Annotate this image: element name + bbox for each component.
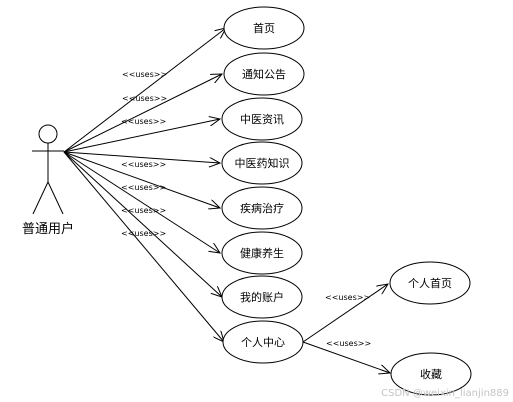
edge-favorites [302, 341, 390, 373]
use-case-personal-home: 个人首页 [389, 261, 471, 305]
use-case-label: 通知公告 [242, 67, 286, 81]
edge-label-home: <<uses>> [122, 70, 167, 79]
edge-home [63, 28, 226, 153]
edge-tcm-drug [63, 151, 220, 163]
use-case-disease: 疾病治疗 [221, 186, 303, 230]
use-case-label: 健康养生 [240, 246, 284, 260]
edge-health [63, 151, 220, 253]
edge-label-notice: <<uses>> [122, 94, 167, 103]
edge-label-account: <<uses>> [121, 229, 166, 238]
use-case-account: 我的账户 [221, 275, 303, 319]
sub-edges [302, 284, 390, 373]
edge-label-personal-home: <<uses>> [325, 293, 370, 302]
actor-head [38, 124, 58, 144]
use-case-tcm-drug: 中医药知识 [221, 141, 303, 185]
main-edges [63, 28, 226, 342]
main-edge-labels: <<uses>> <<uses>> <<uses>> <<uses>> <<us… [121, 70, 167, 238]
use-case-label: 疾病治疗 [240, 201, 284, 215]
use-case-tcm-news: 中医资讯 [221, 97, 303, 141]
edge-label-health: <<uses>> [121, 206, 166, 215]
actor-figure [32, 124, 64, 215]
use-case-center: 个人中心 [222, 320, 304, 364]
edge-notice [63, 74, 222, 153]
use-case-label: 收藏 [420, 367, 442, 381]
edge-account [63, 151, 222, 297]
edge-label-disease: <<uses>> [121, 183, 166, 192]
use-case-label: 中医资讯 [240, 113, 284, 126]
actor-right-leg [47, 181, 64, 215]
edge-disease [63, 151, 220, 208]
use-case-label: 中医药知识 [235, 156, 290, 170]
actor-label: 普通用户 [22, 221, 74, 237]
edge-center [63, 151, 224, 342]
edge-personal-home [302, 284, 388, 343]
use-case-health: 健康养生 [221, 231, 303, 275]
actor-left-leg [32, 181, 49, 215]
use-case-label: 我的账户 [240, 290, 284, 304]
edge-tcm-news [63, 119, 220, 153]
edge-label-tcm-drug: <<uses>> [121, 160, 166, 169]
use-case-label: 个人首页 [408, 276, 452, 290]
use-case-favorites: 收藏 [390, 352, 472, 396]
edge-label-tcm-news: <<uses>> [121, 117, 166, 126]
use-case-home: 首页 [223, 6, 305, 50]
use-case-label: 个人中心 [241, 336, 285, 349]
use-case-label: 首页 [253, 21, 275, 35]
use-case-notice: 通知公告 [223, 52, 305, 96]
watermark: CSDN @weixin_lianjin889 [381, 388, 509, 399]
edge-label-favorites: <<uses>> [326, 339, 371, 348]
